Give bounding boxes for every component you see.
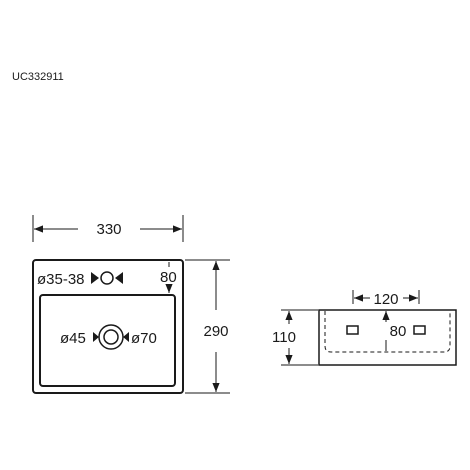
basin-bowl-outline xyxy=(39,294,176,387)
side-body-outline xyxy=(318,309,457,366)
overflow-hole-right xyxy=(413,325,426,335)
overflow-hole-left xyxy=(346,325,359,335)
tap-hole-arrow-right xyxy=(115,272,123,284)
drain-inner-circle xyxy=(103,329,119,345)
drain-outer-circle xyxy=(98,324,124,350)
side-view: 120 80 110 xyxy=(272,290,457,366)
depth-dimension-label: 290 xyxy=(203,323,228,340)
height-dimension-label: 110 xyxy=(272,329,296,346)
hole-spacing-label: 120 xyxy=(373,291,398,308)
drain-outer-diameter-label: ø70 xyxy=(131,330,157,347)
basin-outer-outline xyxy=(32,259,184,394)
hole-height-label: 80 xyxy=(390,323,407,340)
top-view: 330 ø35-38 80 ø45 ø70 290 xyxy=(32,215,230,394)
width-dimension-label: 330 xyxy=(96,221,121,238)
drain-inner-diameter-label: ø45 xyxy=(60,330,86,347)
drain-arrow-right xyxy=(123,332,129,342)
tap-hole-circle xyxy=(100,271,114,285)
model-code: UC332911 xyxy=(12,71,64,83)
tap-hole-diameter-label: ø35-38 xyxy=(37,271,85,288)
tap-hole-arrow-left xyxy=(91,272,99,284)
side-bowl-hidden-line xyxy=(324,311,451,353)
drain-arrow-left xyxy=(93,332,99,342)
tap-offset-label: 80 xyxy=(160,269,177,286)
